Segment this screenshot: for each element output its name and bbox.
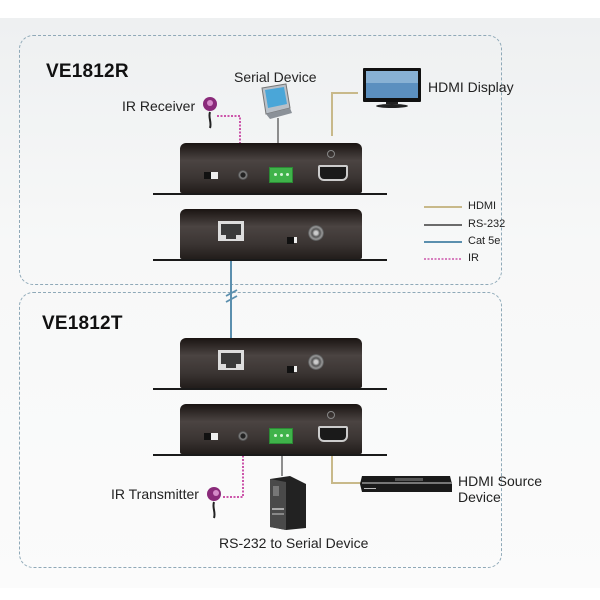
label-serial-device: Serial Device <box>234 69 317 85</box>
ir-jack <box>238 170 248 180</box>
hdmi-source-device-icon <box>360 476 452 492</box>
power-led-icon <box>327 411 335 419</box>
legend-label-rs232: RS-232 <box>468 218 506 230</box>
ir-cable-transmitter <box>222 452 244 498</box>
receiver-unit-a-base <box>153 193 387 195</box>
hdmi-port <box>318 165 348 181</box>
cable-break-mark-1 <box>225 289 238 297</box>
hdmi-cable-receiver <box>331 92 358 136</box>
legend-label-hdmi: HDMI <box>468 200 497 212</box>
pc-tower-icon <box>270 476 306 530</box>
ir-jack <box>238 431 248 441</box>
ir-transmitter-icon <box>207 487 221 519</box>
cable-break-mark-2 <box>225 295 238 303</box>
hdmi-cable-transmitter <box>331 452 362 484</box>
transmitter-unit-a-base <box>153 388 387 390</box>
receiver-panel <box>19 35 502 285</box>
label-hdmi-display: HDMI Display <box>428 79 514 95</box>
rj45-port <box>218 350 244 370</box>
label-hdmi-source-line2: Device <box>458 489 501 505</box>
serial-port <box>269 428 293 444</box>
label-ir-receiver: IR Receiver <box>122 98 196 114</box>
receiver-unit-front <box>180 209 362 259</box>
power-led-icon <box>327 150 335 158</box>
label-ir-transmitter: IR Transmitter <box>111 486 199 502</box>
receiver-unit-b-base <box>153 259 387 261</box>
legend-label-cat5e: Cat 5e <box>468 235 501 247</box>
mode-switch[interactable] <box>204 172 218 179</box>
ir-receiver-icon <box>203 97 217 129</box>
mode-switch[interactable] <box>204 433 218 440</box>
label-rs232-serial-device: RS-232 to Serial Device <box>219 535 369 551</box>
serial-device-icon <box>261 83 292 119</box>
hdmi-port <box>318 426 348 442</box>
small-switch[interactable] <box>287 366 297 373</box>
hdmi-display-icon <box>363 68 421 108</box>
receiver-title: VE1812R <box>46 61 129 82</box>
rj45-port <box>218 221 244 241</box>
transmitter-unit-front <box>180 338 362 388</box>
transmitter-unit-b-base <box>153 454 387 456</box>
transmitter-title: VE1812T <box>42 313 123 334</box>
small-switch[interactable] <box>287 237 297 244</box>
serial-port <box>269 167 293 183</box>
ir-cable-receiver <box>217 115 241 145</box>
transmitter-unit-rear <box>180 404 362 454</box>
power-jack <box>308 225 324 241</box>
legend-label-ir: IR <box>468 252 479 264</box>
label-hdmi-source-line1: HDMI Source <box>458 473 543 489</box>
power-jack <box>308 354 324 370</box>
transmitter-panel <box>19 292 502 568</box>
receiver-unit-rear <box>180 143 362 193</box>
